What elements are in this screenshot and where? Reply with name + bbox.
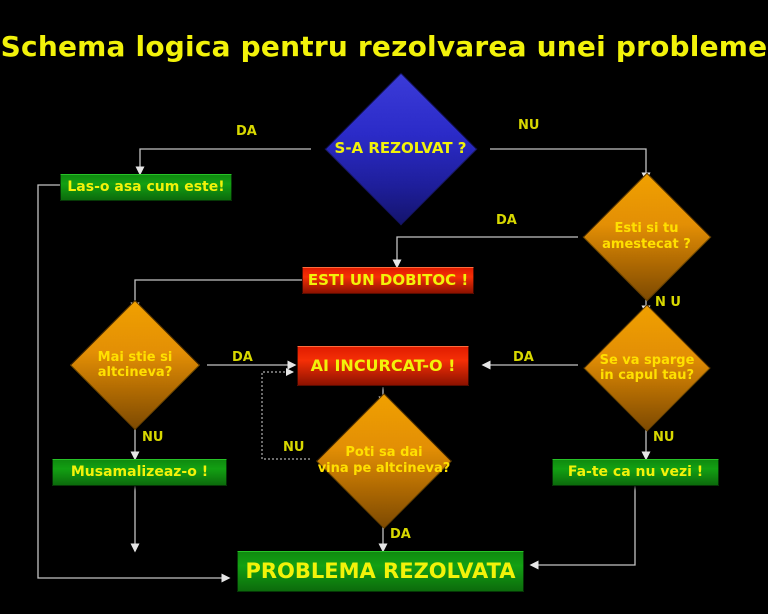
- edge-label-involved-yes: DA: [496, 213, 517, 228]
- terminator-musamalizeaz-o-label: Musamalizeaz-o !: [70, 464, 209, 481]
- edge-label-involved-no: N U: [655, 295, 681, 310]
- alert-ai-incurcat-o-label: AI INCURCAT-O !: [310, 355, 456, 375]
- decision-poti-sa-dai-vina-pe-altcineva[interactable]: Poti sa dai vina pe altcineva?: [304, 392, 464, 529]
- alert-ai-incurcat-o[interactable]: AI INCURCAT-O !: [297, 346, 469, 386]
- edge-idiot-to-anyoneknows: [130, 279, 302, 312]
- edge-involved-yes: [392, 236, 578, 269]
- diamond-shape: [316, 392, 452, 529]
- terminator-problema-rezolvata[interactable]: PROBLEMA REZOLVATA: [237, 551, 524, 592]
- edge-label-anyoneknows-yes: DA: [232, 350, 253, 365]
- edge-playblind-to-solved: [529, 485, 636, 570]
- terminator-fa-te-ca-nu-vezi-label: Fa-te ca nu vezi !: [567, 464, 704, 481]
- decision-mai-stie-si-altcineva[interactable]: Mai stie si altcineva?: [63, 299, 207, 431]
- edge-label-blame-yes: DA: [390, 527, 411, 542]
- edge-start-no: [490, 148, 651, 182]
- diamond-shape: [69, 299, 201, 431]
- terminator-fa-te-ca-nu-vezi[interactable]: Fa-te ca nu vezi !: [552, 459, 719, 486]
- diamond-shape: [324, 72, 477, 226]
- terminator-musamalizeaz-o[interactable]: Musamalizeaz-o !: [52, 459, 227, 486]
- alert-esti-un-dobitoc-label: ESTI UN DOBITOC !: [307, 270, 469, 289]
- decision-s-a-rezolvat[interactable]: S-A REZOLVAT ?: [311, 72, 490, 226]
- decision-se-va-sparge-in-capul-tau[interactable]: Se va sparge in capul tau?: [578, 304, 716, 432]
- edge-start-yes: [135, 148, 311, 176]
- edge-label-start-no: NU: [518, 118, 540, 133]
- diamond-shape: [583, 304, 711, 432]
- edge-label-anyoneknows-no: NU: [142, 430, 164, 445]
- terminator-las-o-asa-cum-este-label: Las-o asa cum este!: [67, 179, 225, 196]
- terminator-problema-rezolvata-label: PROBLEMA REZOLVATA: [245, 559, 516, 584]
- alert-esti-un-dobitoc[interactable]: ESTI UN DOBITOC !: [302, 267, 474, 294]
- edge-label-blame-no: NU: [283, 440, 305, 455]
- terminator-las-o-asa-cum-este[interactable]: Las-o asa cum este!: [60, 174, 232, 201]
- page-title: Schema logica pentru rezolvarea unei pro…: [0, 30, 768, 63]
- diamond-shape: [582, 172, 711, 301]
- edge-label-break-yes: DA: [513, 350, 534, 365]
- edge-label-start-yes: DA: [236, 124, 257, 139]
- edge-label-break-no: NU: [653, 430, 675, 445]
- decision-esti-si-tu-amestecat[interactable]: Esti si tu amestecat ?: [578, 172, 715, 301]
